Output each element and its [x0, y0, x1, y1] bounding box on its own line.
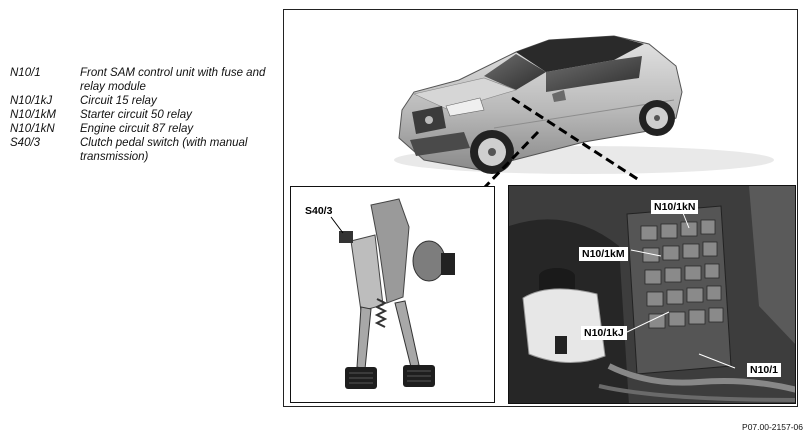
legend-code: S40/3 — [10, 137, 41, 149]
callout-n10-1kn: N10/1kN — [651, 200, 699, 214]
legend-row: N10/1 Front SAM control unit with fuse a… — [10, 66, 272, 94]
legend-description: Front SAM control unit with fuse and rel… — [80, 67, 266, 93]
engine-compartment-drawing — [509, 186, 795, 403]
legend-code: N10/1kN — [10, 123, 55, 135]
legend-code: N10/1 — [10, 67, 41, 79]
legend-row: S40/3 Clutch pedal switch (with manual t… — [10, 136, 272, 164]
legend-description: Clutch pedal switch (with manual transmi… — [80, 137, 248, 163]
legend-row: N10/1kM Starter circuit 50 relay — [10, 108, 272, 122]
car-illustration — [394, 35, 774, 190]
callout-n10-1: N10/1 — [747, 363, 782, 377]
engine-compartment-inset: N10/1kN N10/1kM N10/1kJ N10/1 — [508, 185, 796, 404]
callout-n10-1kj: N10/1kJ — [581, 326, 627, 340]
legend-description: Starter circuit 50 relay — [80, 109, 192, 121]
callout-n10-1km: N10/1kM — [579, 247, 628, 261]
legend-code: N10/1kJ — [10, 95, 53, 107]
legend-row: N10/1kN Engine circuit 87 relay — [10, 122, 272, 136]
figure-reference-code: P07.00-2157-06 — [742, 422, 803, 432]
legend-code: N10/1kM — [10, 109, 57, 121]
legend-description: Engine circuit 87 relay — [80, 123, 194, 135]
callout-s40-3: S40/3 — [305, 205, 333, 217]
legend-description: Circuit 15 relay — [80, 95, 157, 107]
component-location-figure: S40/3 — [283, 9, 798, 407]
legend-row: N10/1kJ Circuit 15 relay — [10, 94, 272, 108]
pedal-assembly-inset: S40/3 — [290, 186, 495, 403]
pedal-assembly-drawing — [330, 198, 455, 389]
component-legend: N10/1 Front SAM control unit with fuse a… — [10, 66, 272, 164]
